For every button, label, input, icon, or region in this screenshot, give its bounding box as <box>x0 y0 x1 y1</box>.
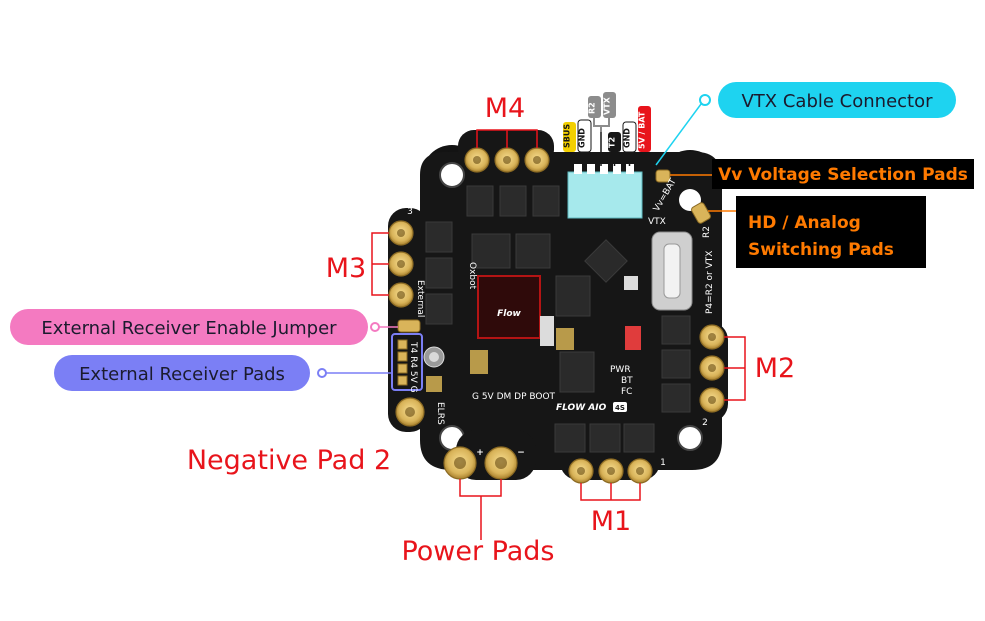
svg-text:External: External <box>415 280 425 317</box>
ext-rx-jumper-label: External Receiver Enable Jumper <box>41 318 337 339</box>
gyro-chip <box>471 233 511 269</box>
callout-lines <box>371 129 746 540</box>
vtx-connector <box>567 171 643 219</box>
hd-analog-label-1: HD / Analog <box>748 213 861 233</box>
svg-text:SBUS: SBUS <box>563 124 572 148</box>
svg-text:T2: T2 <box>608 137 617 148</box>
hd-analog-box <box>736 196 926 268</box>
vv-voltage-label: Vv Voltage Selection Pads <box>718 165 968 185</box>
ext-rx-pads-outline <box>391 333 423 391</box>
svg-text:BT: BT <box>621 376 633 386</box>
vv-voltage-box <box>712 159 974 189</box>
mosfets <box>425 185 691 453</box>
svg-text:4: 4 <box>445 172 451 182</box>
flow-logo: Flow <box>497 309 521 319</box>
board: Flow <box>388 130 728 480</box>
hd-analog-pads <box>691 202 711 224</box>
svg-text:VTX: VTX <box>648 217 666 227</box>
svg-text:R2: R2 <box>588 102 597 114</box>
m4-label: M4 <box>485 93 525 124</box>
svg-text:FC: FC <box>621 387 632 397</box>
power-pads-label: Power Pads <box>401 536 554 567</box>
svg-text:GND: GND <box>623 128 632 148</box>
svg-text:R2: R2 <box>702 226 712 238</box>
ext-rx-pads-label: External Receiver Pads <box>79 364 285 385</box>
ext-rx-pads <box>397 339 408 386</box>
svg-text:3: 3 <box>407 207 413 217</box>
svg-text:FLOW AIO: FLOW AIO <box>556 403 607 413</box>
svg-text:1: 1 <box>660 458 666 468</box>
m3-label: M3 <box>326 253 366 284</box>
svg-text:T4 R4 5V G: T4 R4 5V G <box>408 341 418 393</box>
mount-hole-tl <box>440 163 464 187</box>
negative-pad-label: Negative Pad 2 <box>187 445 391 476</box>
mount-hole-br <box>678 426 702 450</box>
svg-text:4S: 4S <box>615 404 625 412</box>
svg-text:Oxbot: Oxbot <box>467 262 477 290</box>
ext-rx-jumper-pads <box>397 319 421 333</box>
svg-text:VTX: VTX <box>603 96 612 115</box>
svg-text:5V / BAT: 5V / BAT <box>638 111 647 149</box>
svg-text:ELRS: ELRS <box>435 402 445 425</box>
hd-analog-label-2: Switching Pads <box>748 240 894 260</box>
m1-label: M1 <box>591 506 631 537</box>
svg-text:G 5V DM DP BOOT: G 5V DM DP BOOT <box>472 392 556 402</box>
svg-text:2: 2 <box>702 418 708 428</box>
svg-text:PWR: PWR <box>610 365 631 375</box>
vtx-cable-label: VTX Cable Connector <box>741 91 933 112</box>
svg-text:−: − <box>517 448 525 458</box>
ext-rx-pads-pill <box>54 355 310 391</box>
mcu-chip <box>477 275 541 339</box>
svg-text:GND: GND <box>578 128 587 148</box>
vv-selection-pads <box>655 169 671 183</box>
svg-text:P4=R2 or VTX: P4=R2 or VTX <box>705 251 715 314</box>
connector-pin-tags: SBUS GND R2 VTX T2 GND 5V / BAT <box>563 92 651 166</box>
vtx-cable-pill <box>718 82 956 118</box>
ext-rx-jumper-pill <box>10 309 368 345</box>
motor-pads <box>388 147 725 484</box>
svg-text:+: + <box>476 448 484 458</box>
m2-label: M2 <box>755 353 795 384</box>
